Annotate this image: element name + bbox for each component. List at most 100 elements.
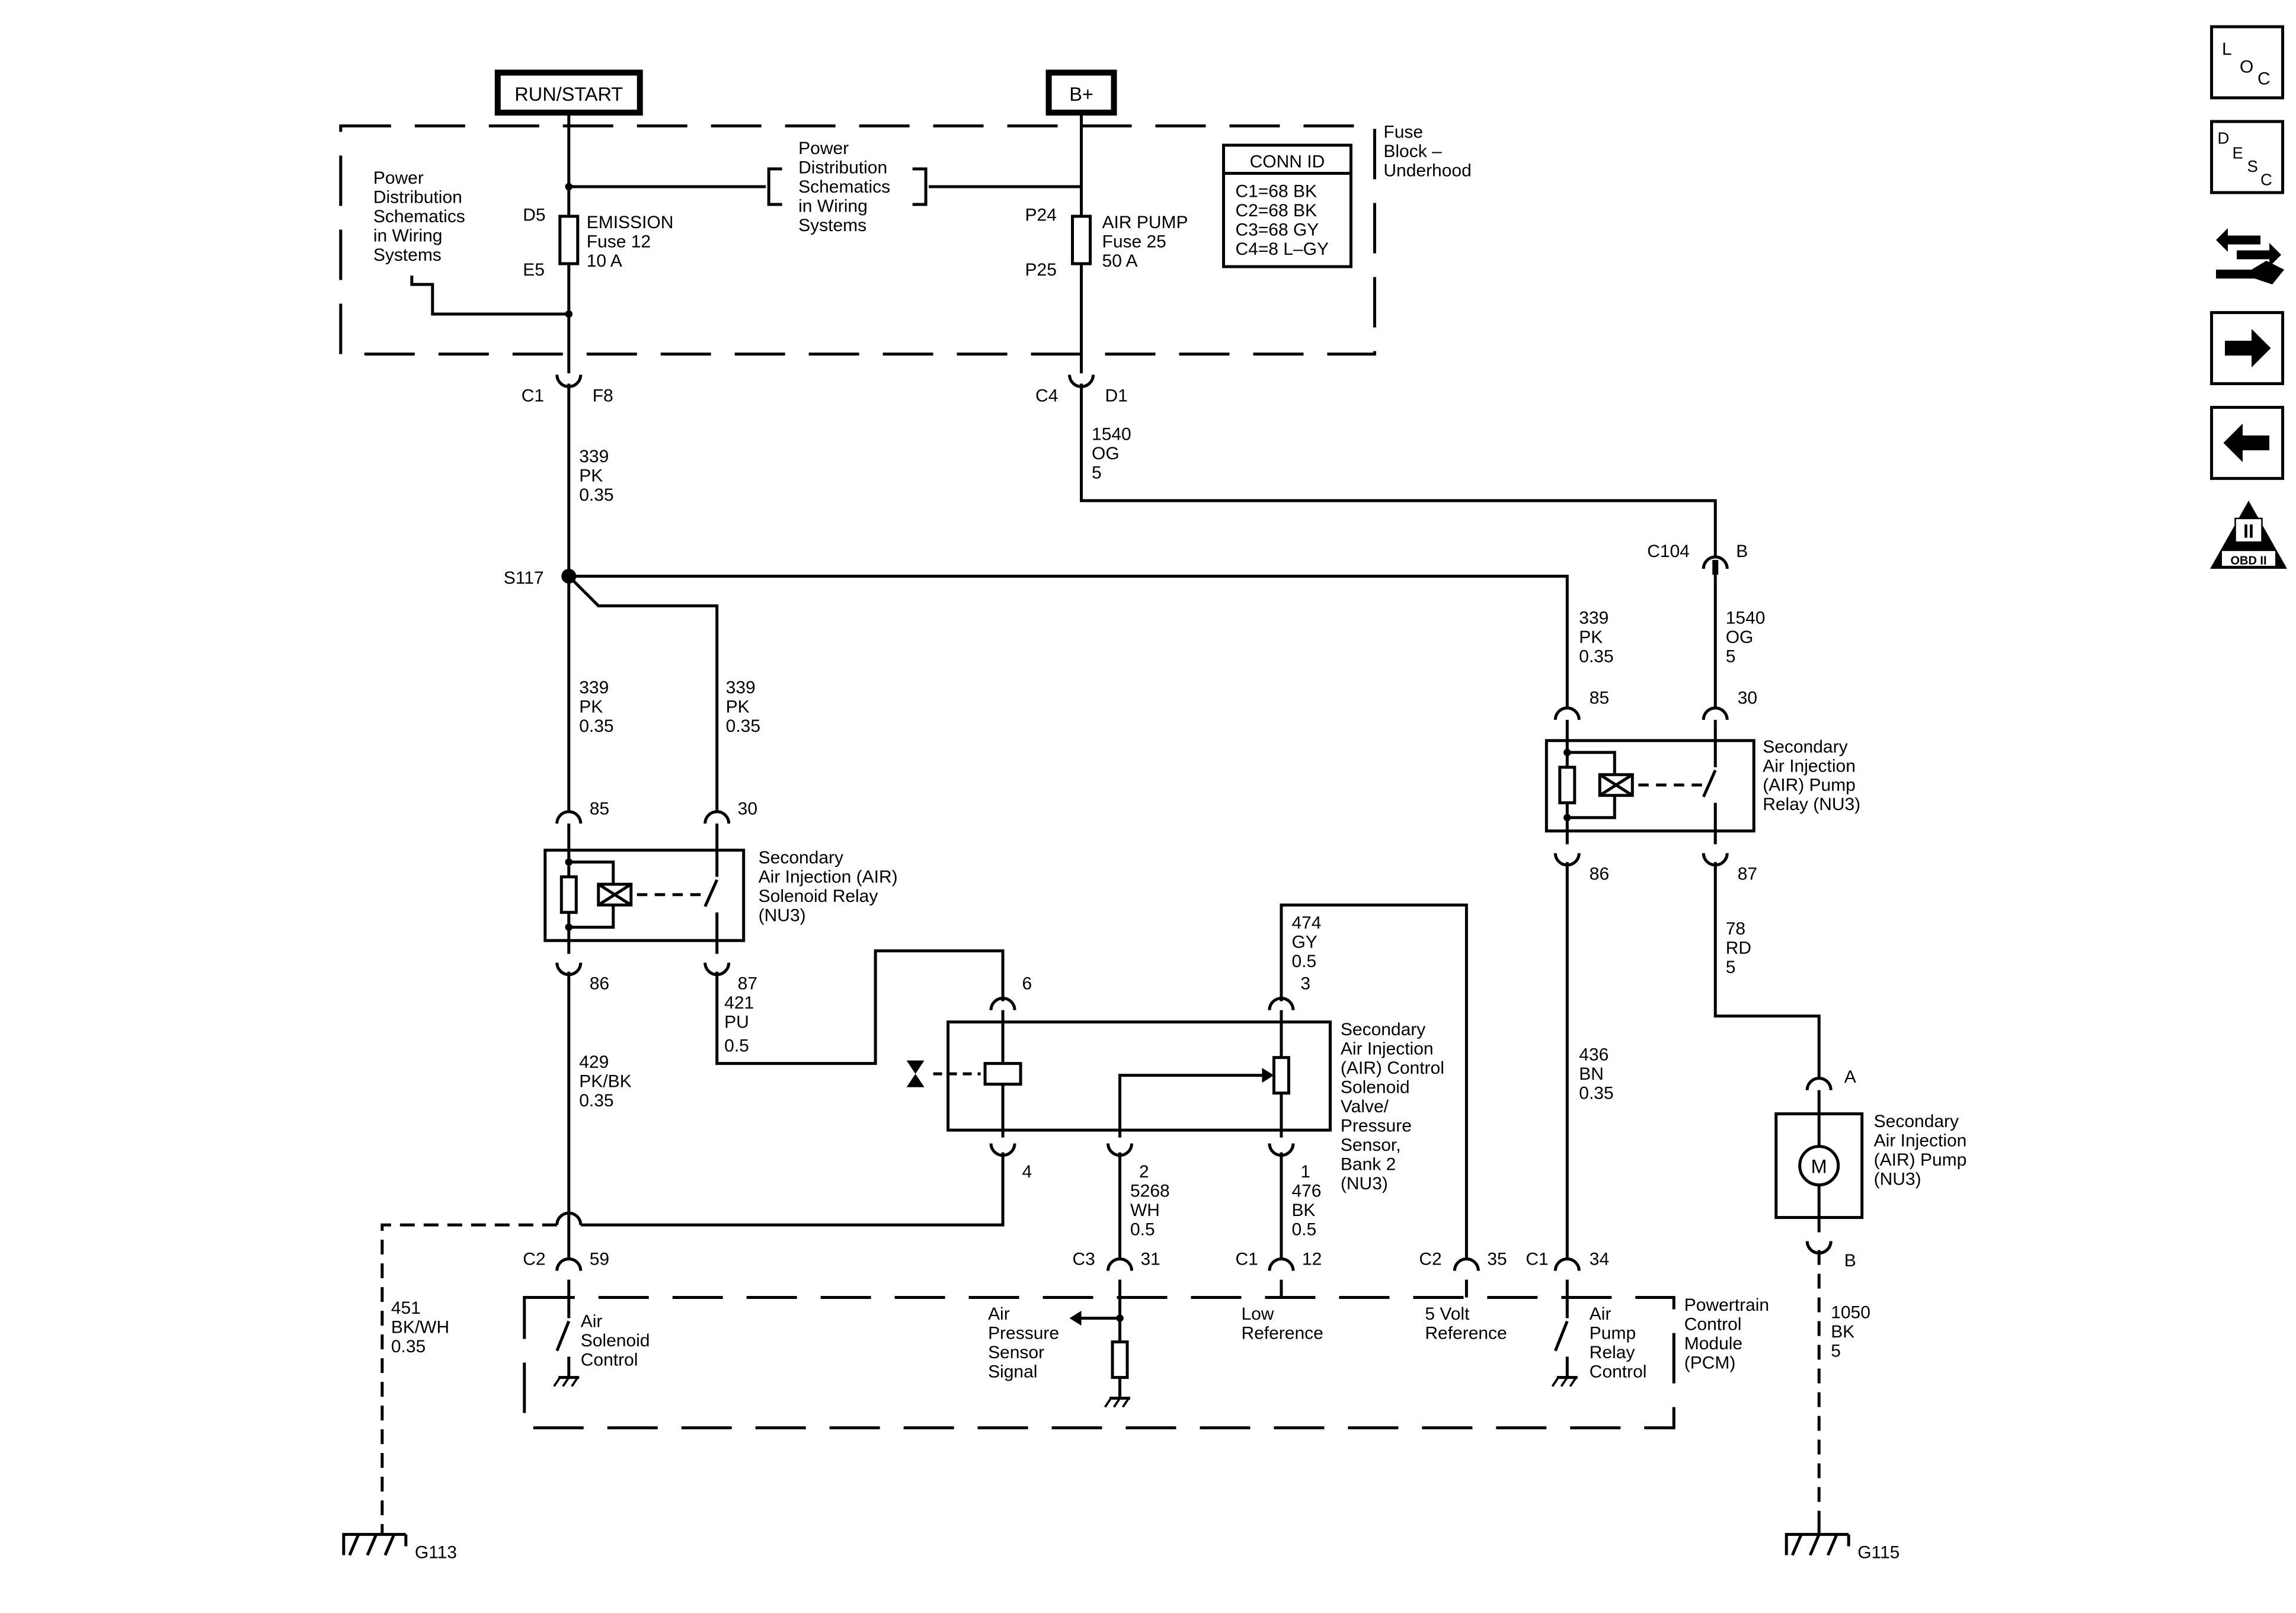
pin-label: 86 — [590, 974, 609, 994]
wire-color: PU — [724, 1013, 749, 1032]
pin-label: B — [1844, 1251, 1856, 1270]
pcm-pin-label: Signal — [988, 1362, 1037, 1382]
pin-label: D1 — [1105, 386, 1128, 405]
desc-letter: C — [2260, 171, 2272, 189]
pcm-label: Module — [1684, 1334, 1742, 1353]
pin-label: 3 — [1300, 974, 1310, 994]
fuse-block-title-line: Underhood — [1383, 161, 1471, 181]
relay-label: Secondary — [1763, 737, 1847, 757]
pin-label: 31 — [1141, 1250, 1160, 1269]
wire-size: 0.35 — [579, 485, 613, 505]
wire-5268: 5268 WH 0.5 — [1118, 1152, 1170, 1259]
pcm-pin-label: Low — [1241, 1304, 1274, 1324]
left-arrow-icon — [2223, 423, 2270, 462]
loc-button[interactable]: L O C — [2210, 25, 2285, 100]
ground-g113: G113 — [342, 1525, 457, 1562]
ref-line: Systems — [798, 216, 866, 235]
wire-circuit: 339 — [1579, 608, 1609, 628]
fuse-25-label: Fuse 25 — [1102, 232, 1166, 251]
loc-letter: O — [2240, 57, 2253, 77]
wire-circuit: 339 — [579, 447, 609, 466]
splice-s117: S117 339 PK 0.35 339 PK 0.35 339 PK 0.35 — [504, 568, 1614, 812]
pin-label: 30 — [1738, 688, 1757, 708]
wire-size: 0.5 — [1130, 1220, 1155, 1240]
pcm-label: Powertrain — [1684, 1295, 1769, 1315]
valve-label-line: Sensor, — [1341, 1135, 1401, 1155]
air-pump-relay-control: Air Pump Relay Control — [1551, 1279, 1647, 1387]
obd-ii-icon[interactable]: II OBD II — [2210, 500, 2288, 569]
wire-size: 0.35 — [1579, 1084, 1613, 1103]
previous-arrow-button[interactable] — [2210, 405, 2285, 480]
wire-size: 0.35 — [579, 1091, 613, 1110]
valve-label-line: Secondary — [1341, 1020, 1425, 1039]
pcm-pin-label: Air — [581, 1312, 603, 1332]
desc-letter: E — [2233, 144, 2243, 162]
relay-label: Air Injection — [1763, 756, 1856, 776]
wire-color: OG — [1092, 444, 1120, 463]
ref-line: Distribution — [798, 158, 887, 178]
pcm-pin-label: Pump — [1590, 1324, 1636, 1343]
fuse-12-label: Fuse 12 — [587, 232, 651, 251]
conn-id-table: CONN ID C1=68 BK C2=68 BK C3=68 GY C4=8 … — [1221, 143, 1352, 268]
wire-circuit: 1540 — [1726, 608, 1766, 628]
pcm-pin-label: Control — [581, 1350, 638, 1370]
valve-label-line: Solenoid — [1341, 1078, 1410, 1097]
valve-label-line: Air Injection — [1341, 1039, 1434, 1059]
next-arrow-button[interactable] — [2210, 311, 2285, 385]
pin-label: 30 — [738, 799, 757, 819]
ref-line: Schematics — [798, 177, 890, 197]
diagnostic-wrench-icon[interactable] — [2216, 228, 2285, 284]
fuse-12-pin-out: E5 — [523, 260, 545, 280]
conn-label: C104 — [1647, 542, 1690, 561]
wire-429: 429 PK/BK 0.35 — [567, 971, 632, 1259]
conn-label: C1 — [1526, 1250, 1548, 1269]
pin-label: 59 — [590, 1250, 609, 1269]
fuse-25-pin-out: P25 — [1025, 260, 1057, 280]
wire-circuit: 78 — [1726, 919, 1745, 939]
right-arrow-icon — [2225, 328, 2271, 367]
pin-label: 35 — [1487, 1250, 1507, 1269]
wire-421: 421 PU 0.5 — [715, 949, 1005, 1065]
pcm-pin-label: Control — [1590, 1362, 1647, 1382]
loc-letter: C — [2257, 69, 2271, 89]
fuse-12-label: 10 A — [587, 251, 622, 271]
pcm-pin-label: Air — [988, 1304, 1010, 1324]
fuse-block-title-line: Fuse — [1383, 123, 1423, 142]
fuse-block: Fuse Block – Underhood Power Distributio… — [339, 113, 1472, 373]
wire-size: 5 — [1092, 463, 1102, 482]
valve-label-line: Valve/ — [1341, 1097, 1389, 1116]
wire-color: WH — [1130, 1201, 1160, 1220]
conn-id-row: C1=68 BK — [1235, 182, 1317, 201]
wire-circuit: 1540 — [1092, 424, 1131, 444]
conn-label: C3 — [1073, 1250, 1095, 1269]
wire-circuit: 339 — [579, 678, 609, 697]
b-plus-source: B+ — [1045, 69, 1117, 116]
wire-pin4: 451 BK/WH 0.35 — [380, 1152, 1005, 1526]
wire-474: 474 GY 0.5 — [1280, 903, 1468, 1259]
pin-label: 87 — [738, 974, 757, 994]
five-volt-reference: 5 Volt Reference — [1425, 1279, 1507, 1343]
wire-circuit: 421 — [724, 993, 754, 1013]
desc-letter: D — [2218, 129, 2230, 148]
pcm-pin-label: Air — [1590, 1304, 1611, 1324]
pcm-pin-label: Reference — [1241, 1324, 1323, 1343]
wire-color: RD — [1726, 939, 1751, 958]
fuse-25-label: AIR PUMP — [1102, 213, 1188, 232]
pcm-pin-label: Pressure — [988, 1324, 1059, 1343]
wire-color: BK — [1291, 1201, 1315, 1220]
pump-relay: 85 30 86 87 Secondary Air Injection (AIR… — [1544, 688, 1860, 884]
pcm-label: Control — [1684, 1315, 1742, 1334]
fuse-12-label: EMISSION — [587, 213, 674, 232]
pcm-pin-label: 5 Volt — [1425, 1304, 1470, 1324]
relay-label: Solenoid Relay — [759, 886, 878, 906]
relay-label: Air Injection (AIR) — [759, 868, 898, 887]
relay-label: Relay (NU3) — [1763, 795, 1860, 814]
wire-color: BK/WH — [391, 1318, 449, 1337]
pcm-module: Powertrain Control Module (PCM) Air Sole… — [523, 1279, 1769, 1429]
desc-button[interactable]: D E S C — [2210, 120, 2285, 194]
pcm-pin-label: Relay — [1590, 1343, 1635, 1362]
relay-label: (NU3) — [759, 906, 806, 926]
wire-78: 78 RD 5 — [1713, 862, 1821, 1078]
wire-size: 0.5 — [1291, 952, 1316, 971]
